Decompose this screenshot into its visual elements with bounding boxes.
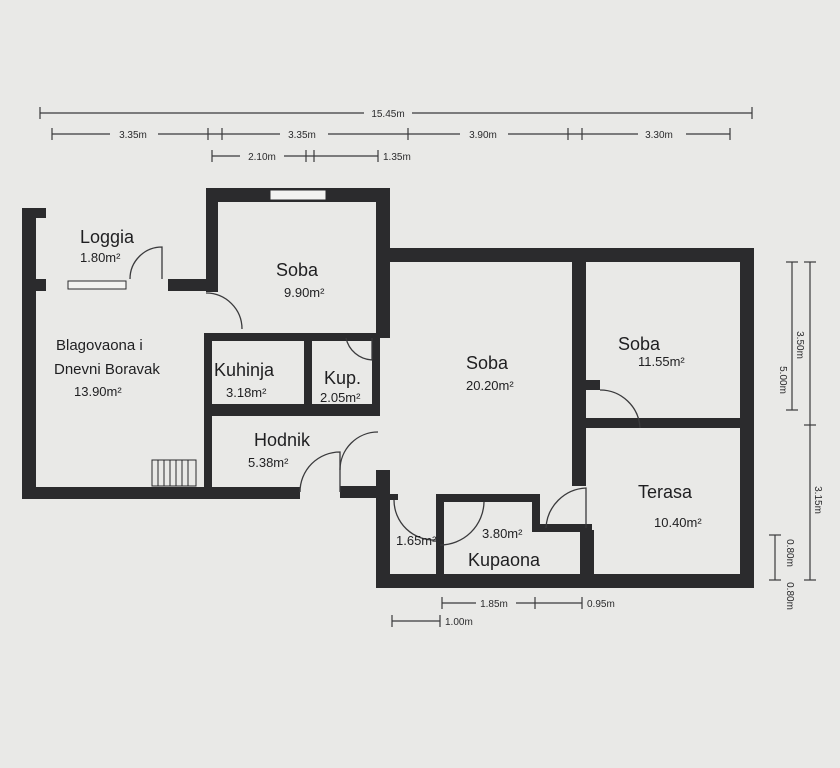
stairs-icon bbox=[151, 459, 197, 487]
dim-seg-1: 3.35m bbox=[119, 130, 147, 141]
dim-right-4: 0.80m bbox=[784, 582, 795, 610]
walls bbox=[22, 188, 754, 588]
kupaona-area: 3.80m² bbox=[482, 526, 523, 541]
right-dimensions bbox=[769, 261, 816, 581]
soba-right-area: 11.55m² bbox=[638, 354, 685, 369]
doors bbox=[129, 246, 641, 546]
dim-total-width: 15.45m bbox=[371, 109, 404, 120]
room-closet: 1.65m² bbox=[396, 533, 437, 548]
dim-sub-1: 2.10m bbox=[248, 152, 276, 163]
kup-name: Kup. bbox=[324, 368, 361, 388]
kuhinja-area: 3.18m² bbox=[226, 385, 267, 400]
room-hodnik: Hodnik 5.38m² bbox=[248, 430, 311, 470]
soba-large-name: Soba bbox=[466, 353, 509, 373]
room-kupaona: 3.80m² Kupaona bbox=[468, 526, 541, 570]
soba-large-area: 20.20m² bbox=[466, 378, 514, 393]
room-soba-large: Soba 20.20m² bbox=[466, 353, 514, 393]
room-kuhinja: Kuhinja 3.18m² bbox=[214, 360, 275, 400]
room-dining: Blagovaona i Dnevni Boravak 13.90m² bbox=[54, 337, 160, 399]
dim-right-2: 3.15m bbox=[812, 486, 823, 514]
room-kup: Kup. 2.05m² bbox=[320, 368, 361, 405]
kupaona-name: Kupaona bbox=[468, 550, 541, 570]
dim-seg-4: 3.30m bbox=[645, 130, 673, 141]
soba-small-name: Soba bbox=[276, 260, 319, 280]
dining-area: 13.90m² bbox=[74, 384, 122, 399]
dim-bottom-2: 0.95m bbox=[587, 599, 615, 610]
dim-right-total: 5.00m bbox=[777, 366, 788, 394]
hodnik-name: Hodnik bbox=[254, 430, 311, 450]
dim-right-1: 3.50m bbox=[794, 331, 805, 359]
terasa-area: 10.40m² bbox=[654, 515, 702, 530]
dining-name-2: Dnevni Boravak bbox=[54, 361, 160, 378]
room-terasa: Terasa 10.40m² bbox=[638, 482, 702, 530]
dim-bottom-3: 1.00m bbox=[445, 617, 473, 628]
loggia-area: 1.80m² bbox=[80, 250, 121, 265]
kup-area: 2.05m² bbox=[320, 390, 361, 405]
room-loggia: Loggia 1.80m² bbox=[80, 227, 135, 265]
terasa-name: Terasa bbox=[638, 482, 693, 502]
dim-right-3: 0.80m bbox=[784, 539, 795, 567]
loggia-name: Loggia bbox=[80, 227, 135, 247]
closet-area: 1.65m² bbox=[396, 533, 437, 548]
room-soba-small: Soba 9.90m² bbox=[276, 260, 325, 300]
hodnik-area: 5.38m² bbox=[248, 455, 289, 470]
soba-right-name: Soba bbox=[618, 334, 661, 354]
dining-name-1: Blagovaona i bbox=[56, 337, 143, 354]
kuhinja-name: Kuhinja bbox=[214, 360, 275, 380]
dim-sub-2: 1.35m bbox=[383, 152, 411, 163]
dim-seg-3: 3.90m bbox=[469, 130, 497, 141]
soba-small-area: 9.90m² bbox=[284, 285, 325, 300]
room-soba-right: Soba 11.55m² bbox=[618, 334, 685, 369]
dim-bottom-1: 1.85m bbox=[480, 599, 508, 610]
dim-seg-2: 3.35m bbox=[288, 130, 316, 141]
